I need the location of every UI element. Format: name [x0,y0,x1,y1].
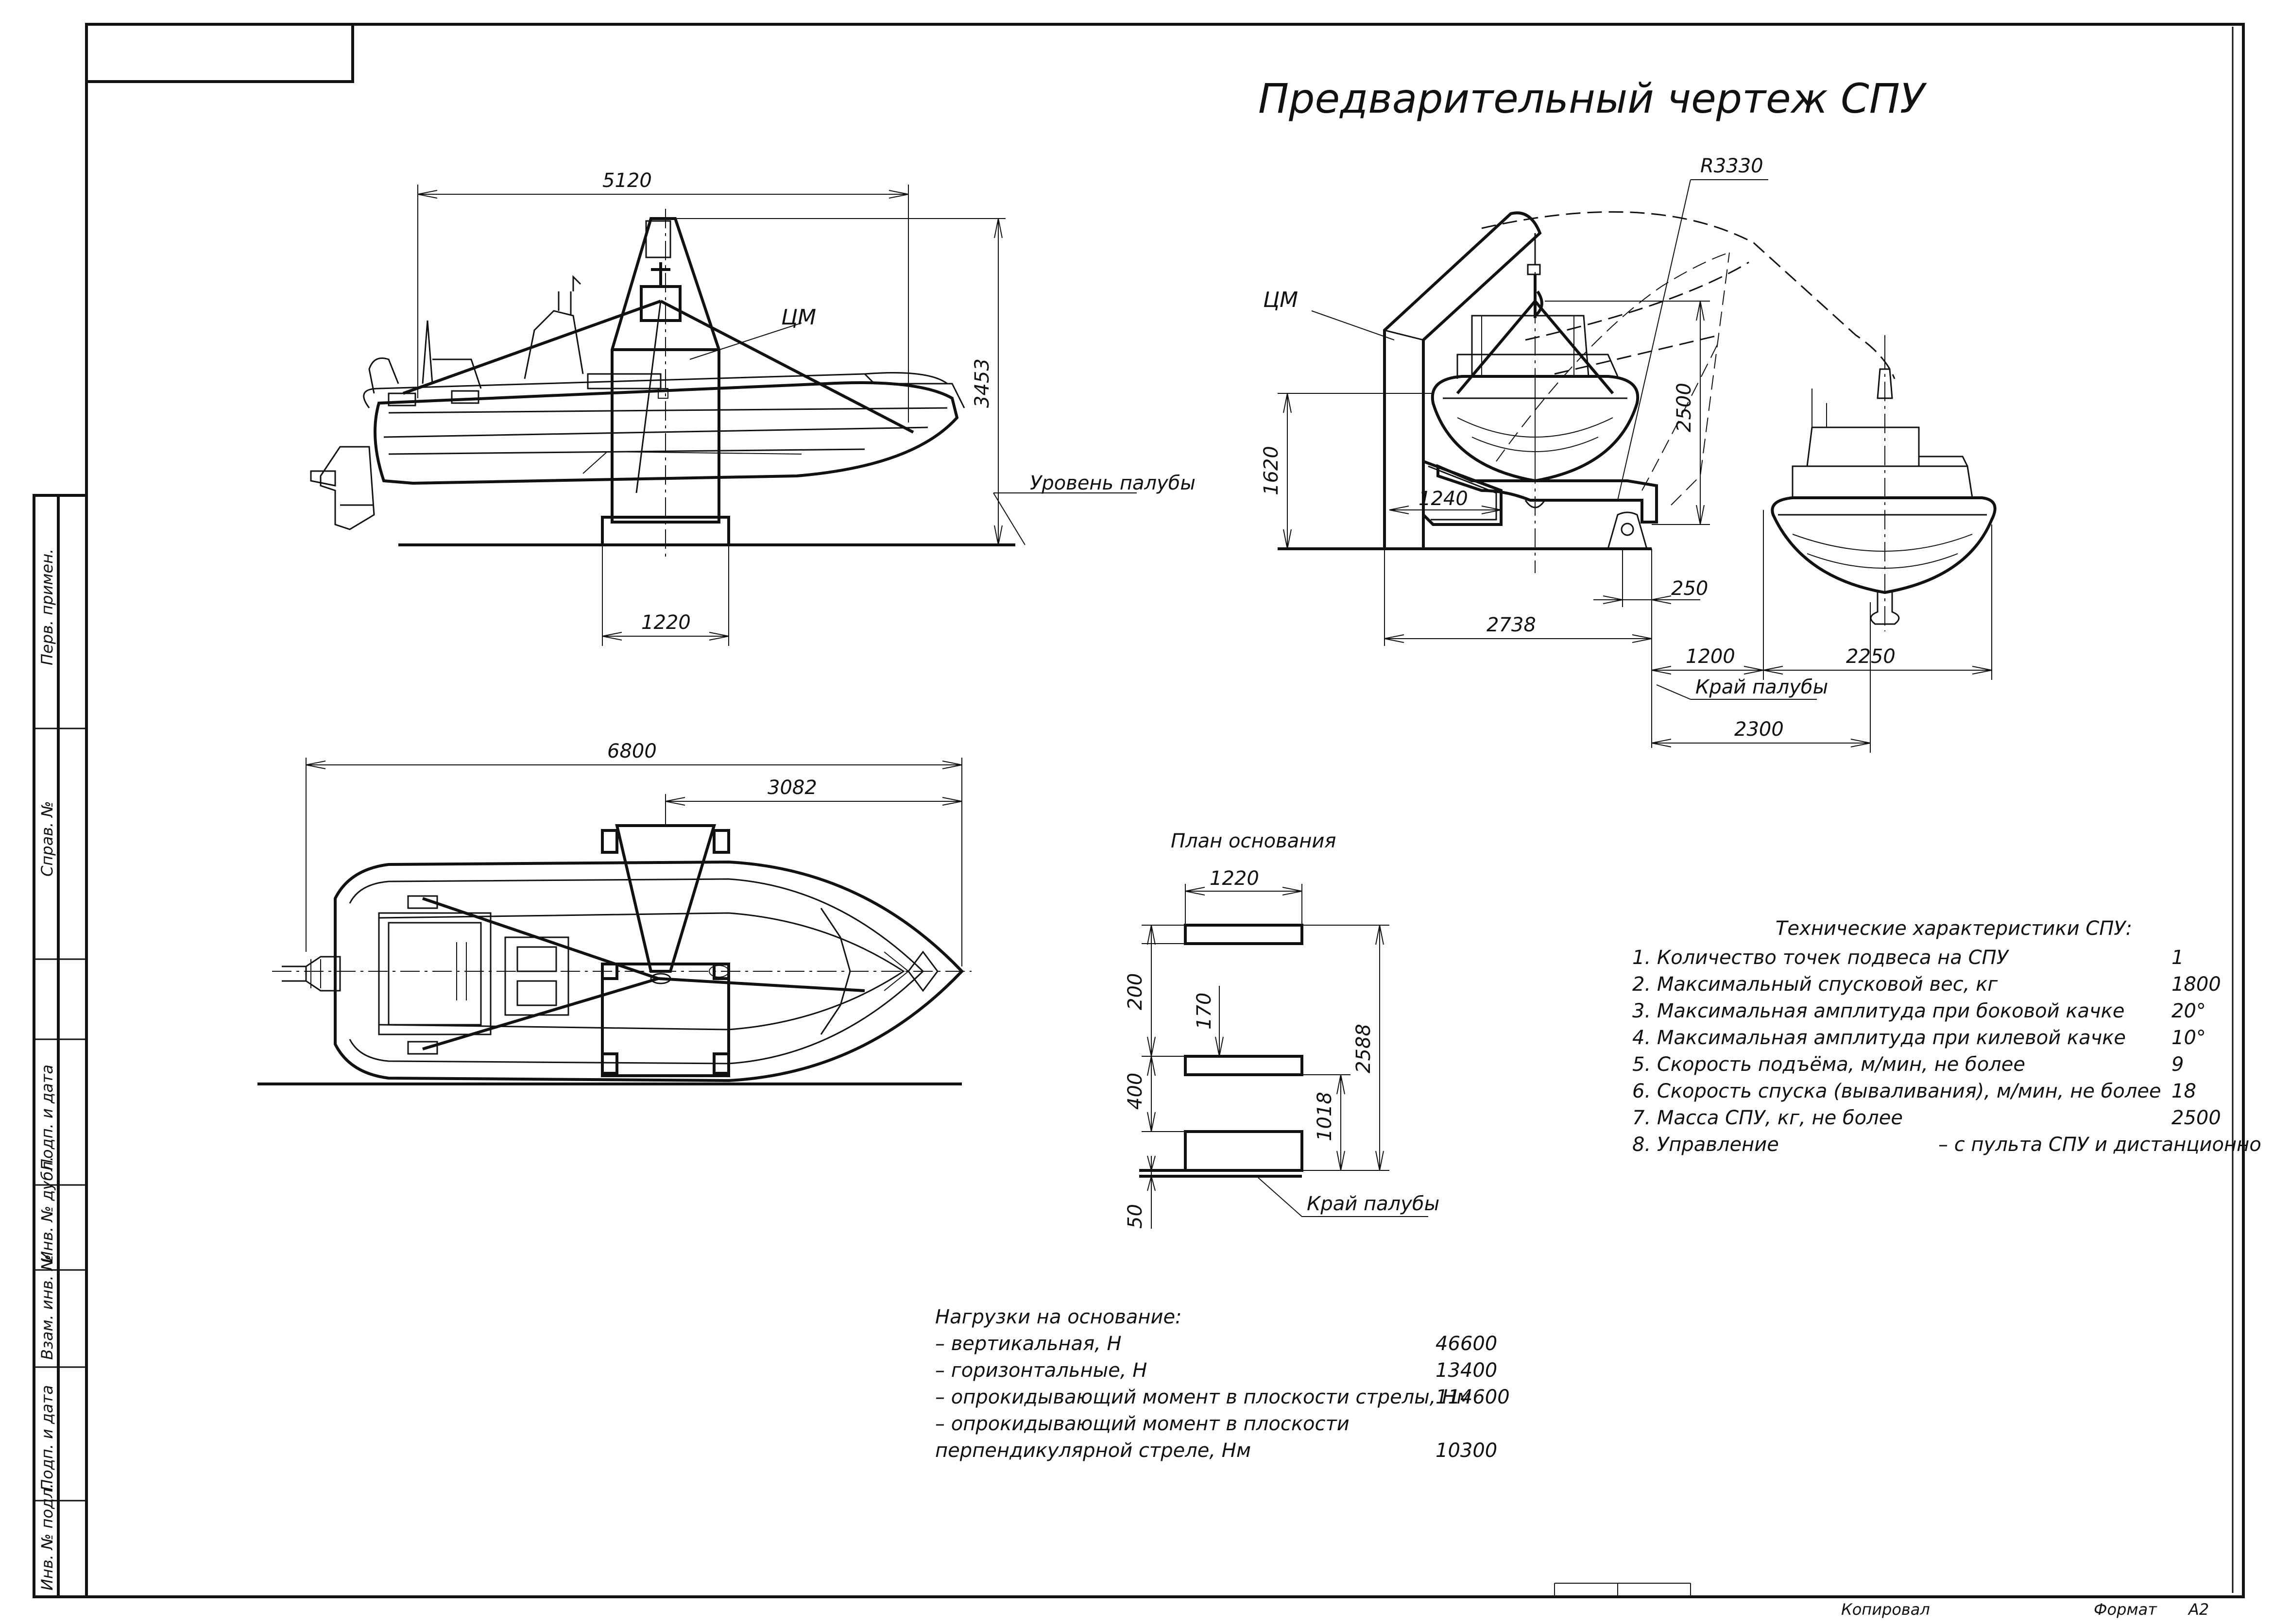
spec-value-8: – с пульта СПУ и дистанционно [1938,1133,2261,1156]
dim-3453: 3453 [971,358,993,408]
spec-label-4: 4. Максимальная амплитуда при килевой ка… [1632,1027,2126,1049]
dim-1018: 1018 [1314,1092,1336,1141]
dim-2300: 2300 [1734,718,1784,741]
load-value-1: 46600 [1436,1333,1497,1355]
base-plan: План основания 1220 200 170 2588 400 [1124,830,1439,1229]
deck-level-label: Уровень палубы [1030,472,1196,494]
specs-table: Технические характеристики СПУ: 1. Колич… [1632,917,2261,1156]
load-label-1: – вертикальная, Н [935,1333,1122,1355]
spec-value-7: 2500 [2171,1107,2221,1129]
front-deck-edge-label: Край палубы [1695,676,1828,698]
front-view: ЦМ R3330 2500 1620 1240 250 2738 [1260,155,1997,753]
stamp-perv-primen: Перв. примен. [38,549,56,665]
spec-label-6: 6. Скорость спуска (вываливания), м/мин,… [1632,1080,2161,1102]
dim-400: 400 [1124,1073,1146,1110]
left-stamp-column: Перв. примен. Справ. № Подп. и дата Инв.… [33,494,88,1598]
plan-view: 6800 3082 [257,740,972,1085]
stamp-vzam-inv: Взам. инв. № [38,1254,56,1360]
spec-value-2: 1800 [2171,973,2221,996]
footer-copied: Копировал [1841,1600,1930,1619]
load-label-5: перпендикулярной стреле, Нм [935,1439,1251,1462]
dim-1620: 1620 [1260,446,1282,495]
dim-50: 50 [1124,1204,1146,1229]
load-value-2: 13400 [1436,1359,1497,1382]
base-deck-edge-label: Край палубы [1307,1193,1439,1215]
dim-2250: 2250 [1846,645,1896,668]
dim-6800: 6800 [607,740,657,762]
footer-format-value: А2 [2187,1600,2209,1619]
loads-heading: Нагрузки на основание: [935,1306,1182,1328]
load-value-3: 114600 [1436,1386,1510,1408]
dim-1200: 1200 [1686,645,1735,668]
dim-R3330: R3330 [1700,155,1763,177]
dim-3082: 3082 [768,777,817,799]
stamp-inv-podl: Инв. № подл. [38,1483,56,1590]
dim-5120: 5120 [602,169,652,192]
load-value-5: 10300 [1436,1439,1497,1462]
dim-2588: 2588 [1352,1024,1375,1073]
dim-1220-side: 1220 [641,611,691,634]
spec-value-5: 9 [2171,1053,2184,1076]
dim-1240: 1240 [1418,488,1468,510]
stamp-sprav-no: Справ. № [38,801,56,877]
drawing-title: Предварительный чертеж СПУ [1258,75,1927,122]
base-plan-title: План основания [1171,830,1336,852]
dim-200: 200 [1124,973,1146,1010]
spec-label-2: 2. Максимальный спусковой вес, кг [1632,973,1998,996]
load-label-2: – горизонтальные, Н [935,1359,1147,1382]
dim-250: 250 [1671,577,1708,600]
spec-label-8: 8. Управление [1632,1133,1779,1156]
footer: Копировал Формат А2 [1554,1583,2209,1619]
dim-170: 170 [1193,993,1215,1030]
front-cm-label: ЦМ [1263,288,1298,312]
load-label-4: – опрокидывающий момент в плоскости [935,1413,1350,1435]
spec-value-3: 20° [2171,1000,2206,1022]
sheet-frame [85,23,2245,1598]
footer-format-label: Формат [2094,1600,2157,1619]
stamp-inv-dubl: Инв. № дубл. [38,1156,56,1263]
dim-2738: 2738 [1487,614,1536,636]
stamp-podp-data-1: Подп. и дата [38,1065,56,1170]
side-cm-label: ЦМ [781,305,816,330]
spec-value-6: 18 [2171,1080,2196,1102]
dim-2500-front: 2500 [1673,383,1695,432]
spec-label-1: 1. Количество точек подвеса на СПУ [1632,947,2010,969]
stamp-podp-data-2: Подп. и дата [38,1385,56,1491]
dim-1220-base: 1220 [1210,867,1259,890]
spec-value-1: 1 [2171,947,2184,969]
spec-value-4: 10° [2171,1027,2206,1049]
spec-label-5: 5. Скорость подъёма, м/мин, не более [1632,1053,2025,1076]
loads-table: Нагрузки на основание: – вертикальная, Н… [935,1306,1510,1462]
spec-label-7: 7. Масса СПУ, кг, не более [1632,1107,1903,1129]
spec-label-3: 3. Максимальная амплитуда при боковой ка… [1632,1000,2124,1022]
specs-heading: Технические характеристики СПУ: [1776,917,2132,940]
side-view: ЦМ 5120 3453 1220 Уровень палубы [310,169,1196,646]
load-label-3: – опрокидывающий момент в плоскости стре… [935,1386,1471,1408]
